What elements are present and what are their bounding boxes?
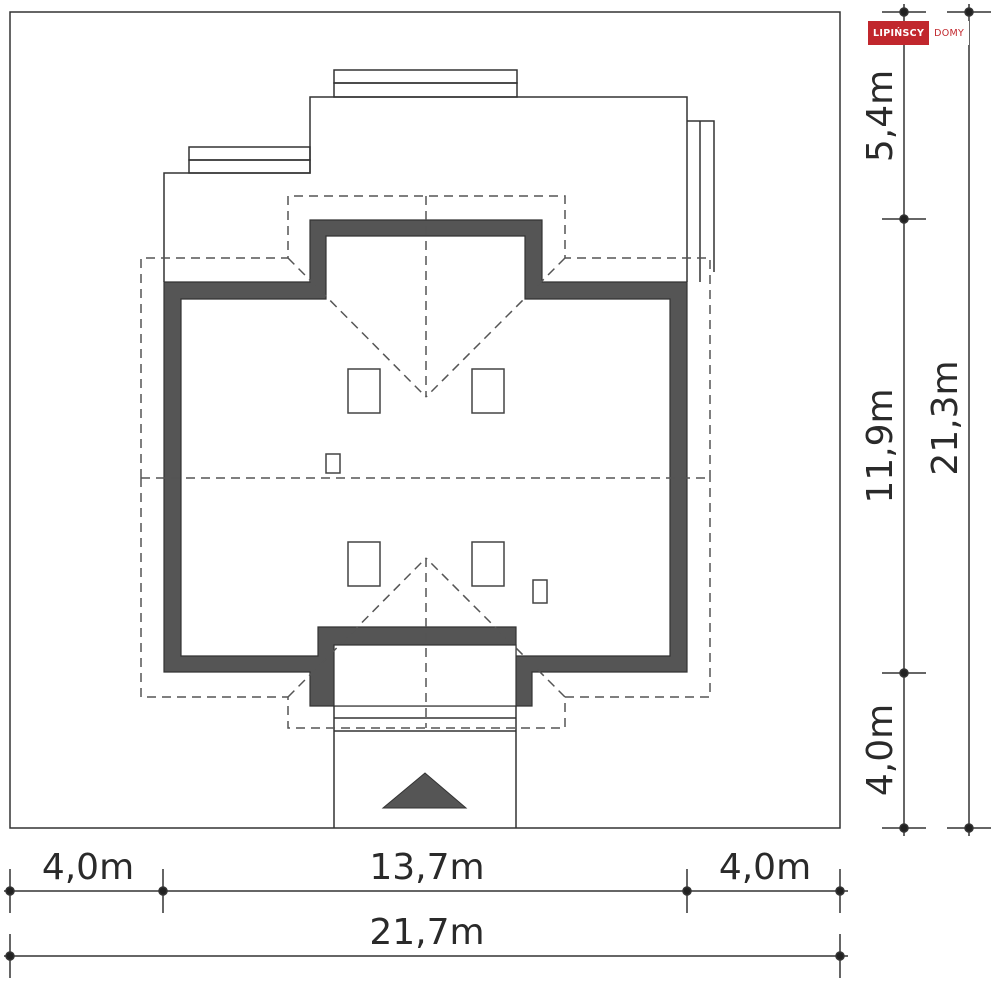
brand-logo: LIPIŃSCY DOMY (868, 21, 970, 45)
dim-left-setback: 4,0m (42, 847, 134, 888)
plot-boundary (9, 11, 841, 829)
vertical-dimensions (882, 4, 991, 836)
logo-secondary: DOMY (929, 21, 970, 45)
dim-right-setback: 4,0m (719, 847, 811, 888)
terrace-outline (163, 69, 715, 282)
dim-total-width: 21,7m (369, 912, 484, 953)
chimney (532, 579, 548, 604)
roof-outline (140, 195, 711, 729)
logo-primary: LIPIŃSCY (868, 21, 930, 45)
dim-building-depth: 11,9m (860, 388, 901, 503)
dim-building-width: 13,7m (369, 847, 484, 888)
chimney (325, 453, 341, 474)
dim-bottom-setback: 4,0m (860, 704, 901, 796)
horizontal-dimensions (4, 869, 848, 978)
skylight (347, 541, 381, 587)
dim-total-depth: 21,3m (925, 360, 966, 475)
building-walls (163, 219, 688, 707)
dim-top-setback: 5,4m (860, 70, 901, 162)
entrance-arrow-icon (381, 772, 468, 809)
skylight (471, 368, 505, 414)
skylight (471, 541, 505, 587)
driveway (333, 706, 517, 828)
entrance-interior (333, 644, 517, 707)
skylight (347, 368, 381, 414)
roof-windows (325, 368, 548, 604)
